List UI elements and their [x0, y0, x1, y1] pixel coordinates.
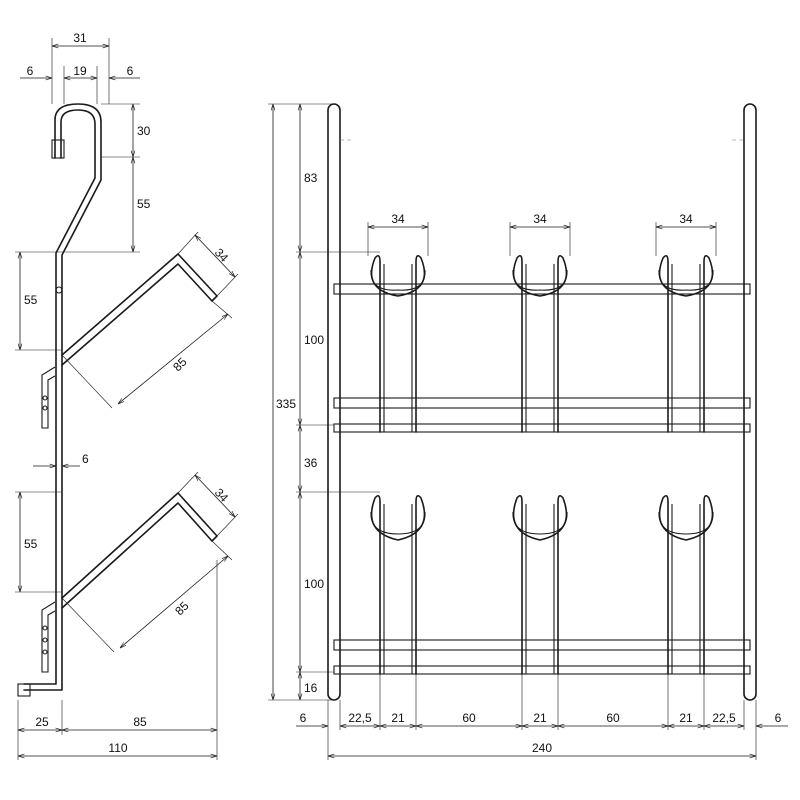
upper-loop-3: [658, 254, 714, 433]
rail-lower-mid: [333, 639, 751, 651]
dim-chain-4: 21: [533, 711, 547, 725]
dim-top-gap: 83: [304, 171, 318, 185]
dim-lower-row-height: 100: [304, 577, 324, 591]
side-view: 31 6 19 6 30 55 55 34 85: [15, 31, 239, 760]
lower-loop-2: [512, 494, 568, 675]
rail-lower-bottom: [333, 665, 751, 675]
dim-hook-height: 30: [137, 124, 151, 138]
lower-shelf-arm: [61, 492, 218, 609]
dim-chain-0: 6: [300, 711, 307, 725]
dim-bottom-gap: 16: [304, 681, 318, 695]
lower-shelf-pin-c: [42, 649, 48, 655]
dim-chain-6: 21: [679, 711, 693, 725]
lower-loop-3: [658, 494, 714, 675]
rail-upper-top: [333, 283, 751, 295]
dim-upper-shelf-length: 85: [170, 355, 190, 375]
dim-hook-right-wall: 6: [127, 64, 134, 78]
dim-loop-width-2: 34: [533, 212, 547, 226]
mount-hole: [55, 286, 63, 294]
dim-row-gap: 36: [304, 456, 318, 470]
dim-base-total: 110: [108, 741, 127, 755]
dim-total-height: 335: [276, 397, 296, 411]
dim-chain-2: 21: [391, 711, 405, 725]
lower-shelf-hanger: [41, 601, 56, 673]
dim-lower-shelf-rise: 55: [24, 537, 38, 551]
dim-total-width: 240: [532, 741, 552, 755]
dim-hook-opening: 19: [73, 64, 87, 78]
dim-chain-8: 6: [775, 711, 782, 725]
lower-shelf-pin-b: [42, 637, 48, 643]
rail-upper-mid: [333, 397, 751, 409]
right-post: [743, 103, 757, 701]
lower-shelf-pin-a: [42, 625, 48, 631]
dim-upper-shelf-rise: 55: [24, 293, 38, 307]
dim-loop-width-1: 34: [391, 212, 405, 226]
rail-upper-bottom: [333, 423, 751, 433]
lower-loops: [370, 494, 714, 675]
dim-upper-shelf-tip: 34: [212, 245, 232, 265]
dim-hook-total-width: 31: [73, 31, 87, 45]
upper-shelf-hanger: [41, 366, 56, 429]
lower-loop-1: [370, 494, 426, 675]
upper-shelf-arm: [61, 253, 218, 366]
upper-loop-2: [512, 254, 568, 433]
side-wire-profile: [23, 103, 102, 691]
dim-upper-row-height: 100: [304, 333, 324, 347]
upper-shelf-pin-a: [42, 395, 48, 401]
dim-chain-5: 60: [606, 711, 620, 725]
base-end-cap: [17, 683, 31, 697]
dim-base-left: 25: [35, 715, 49, 729]
upper-loops: [370, 254, 714, 433]
upper-shelf-pin-b: [42, 405, 48, 411]
dim-hook-left-wall: 6: [27, 64, 34, 78]
front-view: 335 83 100 36 100 16 34 34 34: [268, 103, 788, 760]
dim-wire-thickness: 6: [82, 452, 89, 466]
bottom-dimension-chain: 6 22,5 21 60 21 60 21 22,5 6: [296, 674, 788, 760]
upper-loop-1: [370, 254, 426, 433]
dim-chain-3: 60: [462, 711, 476, 725]
hook-end-cap: [51, 139, 65, 159]
dim-lower-shelf-tip: 34: [212, 485, 232, 505]
dim-hook-drop: 55: [137, 197, 151, 211]
dim-loop-width-3: 34: [679, 212, 693, 226]
side-wire-profile-inner: [23, 109, 96, 685]
dim-chain-1: 22,5: [348, 711, 372, 725]
dim-chain-7: 22,5: [712, 711, 736, 725]
dim-base-right: 85: [133, 715, 147, 729]
